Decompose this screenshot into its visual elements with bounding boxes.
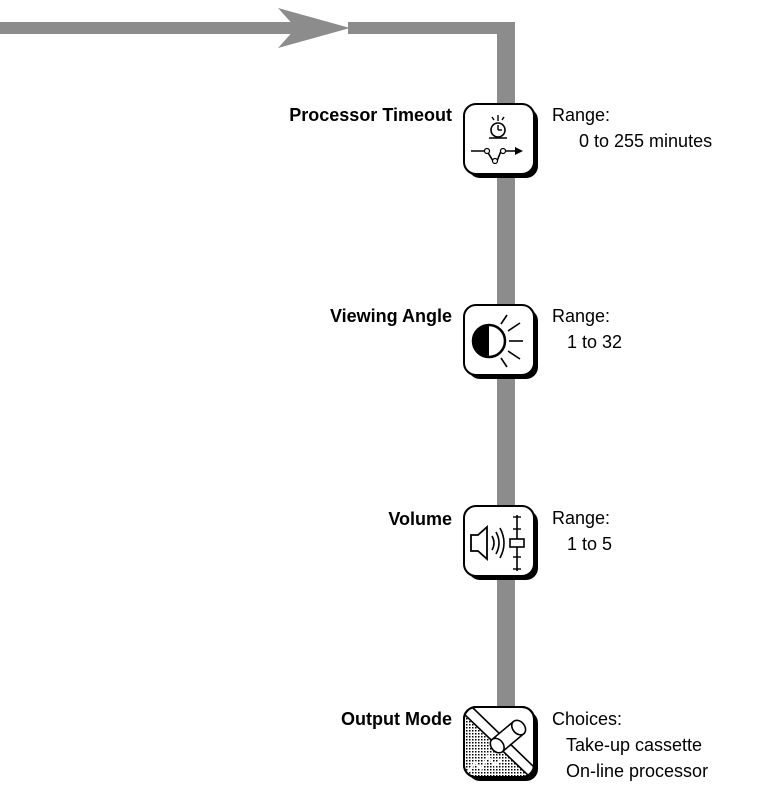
connector-horizontal-line xyxy=(0,22,298,34)
connector-horizontal-line-right xyxy=(348,22,515,34)
output-mode-button[interactable] xyxy=(463,706,539,782)
volume-label: Volume xyxy=(388,509,452,529)
film-roll-output-icon xyxy=(463,706,538,781)
info-heading: Choices: xyxy=(552,709,623,729)
info-value: 1 to 5 xyxy=(567,534,613,554)
viewing-angle-label: Viewing Angle xyxy=(329,306,452,326)
info-value: 0 to 255 minutes xyxy=(579,131,713,151)
stopwatch-timeline-icon xyxy=(463,103,538,178)
output-mode-label: Output Mode xyxy=(341,709,452,729)
contrast-brightness-icon xyxy=(463,304,538,379)
info-heading: Range: xyxy=(552,105,611,125)
volume-info: Range: 1 to 5 xyxy=(552,505,612,557)
processor-timeout-label: Processor Timeout xyxy=(289,105,452,125)
info-choice: On-line processor xyxy=(566,761,709,781)
info-heading: Range: xyxy=(552,508,611,528)
info-heading: Range: xyxy=(552,306,611,326)
processor-timeout-button[interactable] xyxy=(463,103,539,179)
info-choice: Take-up cassette xyxy=(566,735,703,755)
connector-arrowhead xyxy=(278,8,350,48)
processor-timeout-info: Range: 0 to 255 minutes xyxy=(552,102,712,154)
viewing-angle-button[interactable] xyxy=(463,304,539,380)
speaker-volume-slider-icon xyxy=(463,505,538,580)
volume-button[interactable] xyxy=(463,505,539,581)
info-value: 1 to 32 xyxy=(567,332,623,352)
viewing-angle-info: Range: 1 to 32 xyxy=(552,303,622,355)
output-mode-info: Choices: Take-up cassette On-line proces… xyxy=(552,706,708,784)
